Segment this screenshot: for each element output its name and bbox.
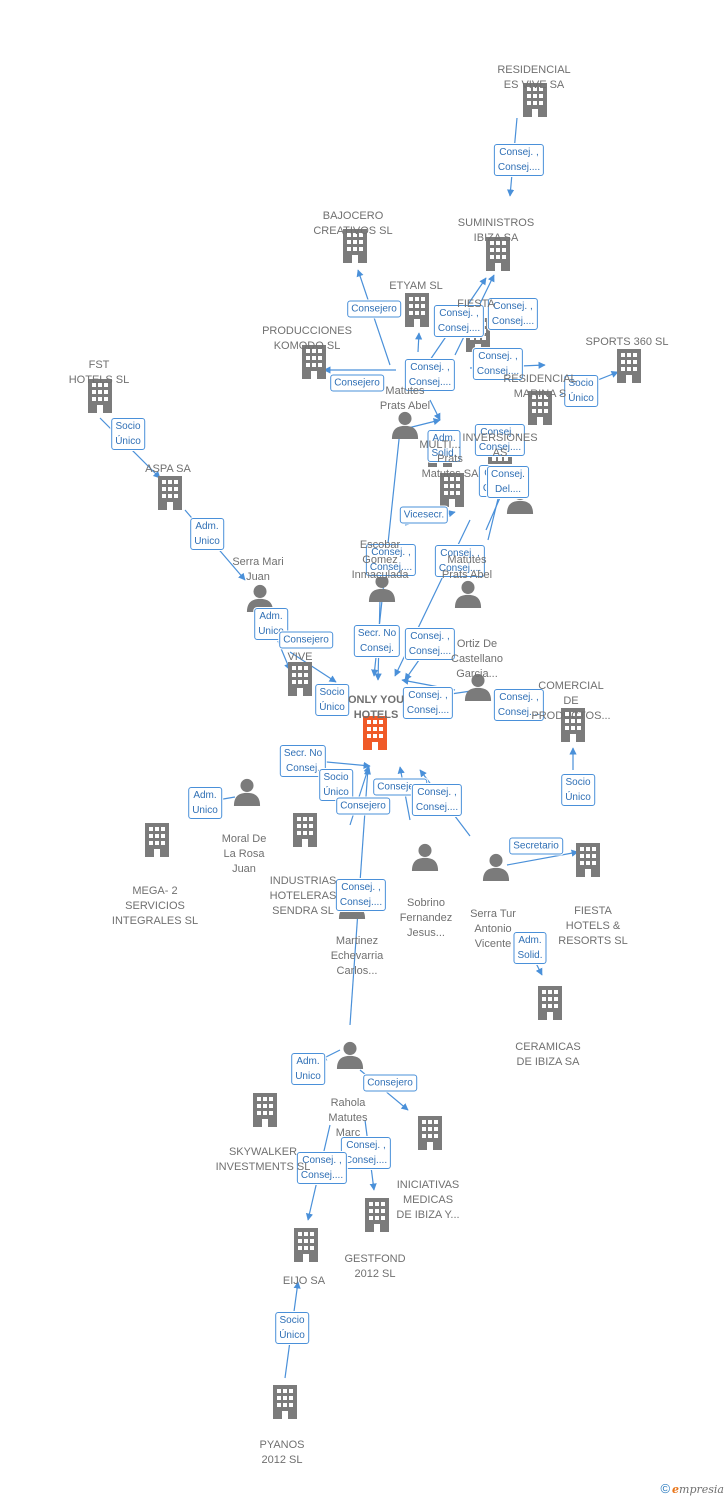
company-name[interactable]: MEGA- 2 SERVICIOS INTEGRALES SL: [111, 885, 199, 927]
relation-label[interactable]: Socio Único: [315, 684, 349, 716]
company-name[interactable]: INDUSTRIAS HOTELERAS SENDRA SL: [269, 875, 337, 917]
person-name[interactable]: Rahola Matutes Marc: [328, 1097, 368, 1139]
relation-label[interactable]: Consej. , Consej....: [340, 1137, 392, 1169]
relation-label[interactable]: Consejero: [363, 1074, 417, 1092]
company-name[interactable]: INVERSIONES AS: [462, 432, 538, 459]
relation-line: [356, 269, 391, 366]
person-name[interactable]: Matutes Prats Abel: [379, 385, 431, 412]
relation-label[interactable]: Socio Único: [111, 418, 145, 450]
company-name[interactable]: MULTI...: [419, 439, 461, 451]
company-name[interactable]: SUMINISTROS IBIZA SA: [457, 217, 535, 244]
relation-line: [289, 651, 337, 683]
relation-line: [429, 399, 441, 421]
relation-label[interactable]: Socio Único: [319, 769, 353, 801]
relation-label[interactable]: Consej. Del....: [487, 466, 529, 498]
relation-label[interactable]: Consej. , Consej....: [433, 305, 485, 337]
person-name[interactable]: Escobar Gomez Inmaculada: [351, 539, 409, 581]
copyright-symbol: ©: [660, 1481, 671, 1496]
person-name[interactable]: Moral De La Rosa Juan: [221, 833, 267, 875]
relation-label[interactable]: Consej. , Consej....: [402, 687, 454, 719]
relation-label[interactable]: Consej. , Consej....: [404, 359, 456, 391]
person-name[interactable]: Sobrino Fernandez Jesus...: [399, 897, 453, 939]
company-name[interactable]: PRODUCCIONES KOMODO SL: [262, 325, 352, 352]
company-name[interactable]: ETYAM SL: [389, 280, 443, 292]
company-name[interactable]: PYANOS 2012 SL: [259, 1439, 305, 1466]
person-icon[interactable]: [336, 1041, 364, 1069]
relation-label[interactable]: Consej. , Consej....: [365, 544, 417, 576]
company-name[interactable]: RESIDENCIAL ES VIVE SA: [497, 64, 571, 91]
company-icon[interactable]: [576, 843, 600, 877]
relation-label[interactable]: Socio Único: [561, 774, 595, 806]
person-name[interactable]: Serra Tur Antonio Vicente: [470, 908, 516, 950]
relation-label[interactable]: Consejero: [336, 797, 390, 815]
company-name[interactable]: FST HOTELS SL: [68, 359, 130, 386]
relation-line: [349, 765, 371, 826]
person-icon[interactable]: [482, 853, 510, 881]
relation-label[interactable]: Consej. , Consej....: [434, 545, 486, 577]
company-name[interactable]: VIVE: [287, 651, 313, 663]
relation-label[interactable]: Secr. No Consej.: [279, 745, 327, 777]
company-name[interactable]: SPORTS 360 SL: [585, 336, 669, 348]
company-icon[interactable]: [617, 349, 641, 383]
person-name[interactable]: Martinez Echevarria Carlos...: [330, 935, 384, 977]
company-name[interactable]: GESTFOND 2012 SL: [344, 1253, 406, 1280]
company-icon[interactable]: [158, 476, 182, 510]
relation-label[interactable]: Secr. No Consej.: [353, 625, 401, 657]
relation-label[interactable]: Consej. , Consej....: [493, 689, 545, 721]
relation-line: [506, 849, 579, 866]
relation-label[interactable]: Consej. , Consej....: [411, 784, 463, 816]
relation-label[interactable]: Consej. , Consej....: [404, 628, 456, 660]
company-name[interactable]: ASPA SA: [145, 463, 191, 475]
relation-label[interactable]: Vicesecr.: [399, 506, 449, 524]
company-icon[interactable]: [288, 662, 312, 696]
person-icon[interactable]: [233, 778, 261, 806]
company-icon[interactable]: [145, 823, 169, 857]
person-name[interactable]: Serra Mari Juan: [232, 556, 284, 583]
person-name[interactable]: Matutes Prats Abel: [441, 554, 493, 581]
relation-label[interactable]: Consejero: [347, 300, 401, 318]
company-icon[interactable]: [418, 1116, 442, 1150]
copyright: ©empresia: [660, 1481, 724, 1496]
company-name[interactable]: SKYWALKER INVESTMENTS SL: [215, 1146, 311, 1173]
relation-label[interactable]: Consejero: [330, 374, 384, 392]
company-name[interactable]: INICIATIVAS MEDICAS DE IBIZA Y...: [396, 1179, 460, 1221]
relation-label[interactable]: Adm. Solid.: [427, 430, 461, 462]
company-name[interactable]: EIJO SA: [282, 1275, 326, 1287]
company-name[interactable]: BAJOCERO CREATIVOS SL: [313, 210, 393, 237]
person-icon[interactable]: [391, 411, 419, 439]
person-name[interactable]: Prats Matutes SA: [421, 453, 479, 480]
person-name[interactable]: Ortiz De Castellano Garcia...: [451, 638, 503, 680]
company-name[interactable]: FIESTA HOTELS & RESORTS SL: [558, 905, 628, 947]
company-name[interactable]: FIESTA: [457, 298, 495, 310]
company-icon[interactable]: [253, 1093, 277, 1127]
company-icon[interactable]: [538, 986, 562, 1020]
relation-label[interactable]: Consej. , Consej....: [472, 348, 524, 380]
relation-label[interactable]: Consej. , Consej....: [296, 1152, 348, 1184]
company-icon[interactable]: [273, 1385, 297, 1419]
relation-line: [415, 332, 423, 353]
company-name[interactable]: COMERCIAL DE PRODUCTOS...: [531, 680, 611, 722]
relation-label[interactable]: Consejero: [279, 631, 333, 649]
relation-label[interactable]: Adm. Unico: [190, 518, 224, 550]
brand-logo-rest: mpresia: [679, 1483, 724, 1496]
relation-label[interactable]: Consej. , Consej....: [335, 879, 387, 911]
relation-label[interactable]: Consej. , Consej....: [474, 424, 526, 456]
relation-label[interactable]: Consej. , Consej....: [493, 144, 545, 176]
relation-label[interactable]: Socio Único: [275, 1312, 309, 1344]
company-name[interactable]: CERAMICAS DE IBIZA SA: [515, 1041, 581, 1068]
person-icon[interactable]: [454, 580, 482, 608]
relation-label[interactable]: Consej. , Consej....: [487, 298, 539, 330]
relation-label[interactable]: Adm. Unico: [291, 1053, 325, 1085]
relation-label[interactable]: Secretario: [509, 837, 563, 855]
company-name[interactable]: RESIDENCIAL MARINA S: [503, 373, 577, 400]
relation-label[interactable]: Adm. Unico: [188, 787, 222, 819]
company-name[interactable]: ONLY YOU HOTELS: [347, 694, 405, 721]
brand-logo-e: e: [672, 1483, 680, 1496]
person-icon[interactable]: [411, 843, 439, 871]
relation-label[interactable]: Socio Único: [564, 375, 598, 407]
relation-label[interactable]: Adm. Solid.: [513, 932, 547, 964]
